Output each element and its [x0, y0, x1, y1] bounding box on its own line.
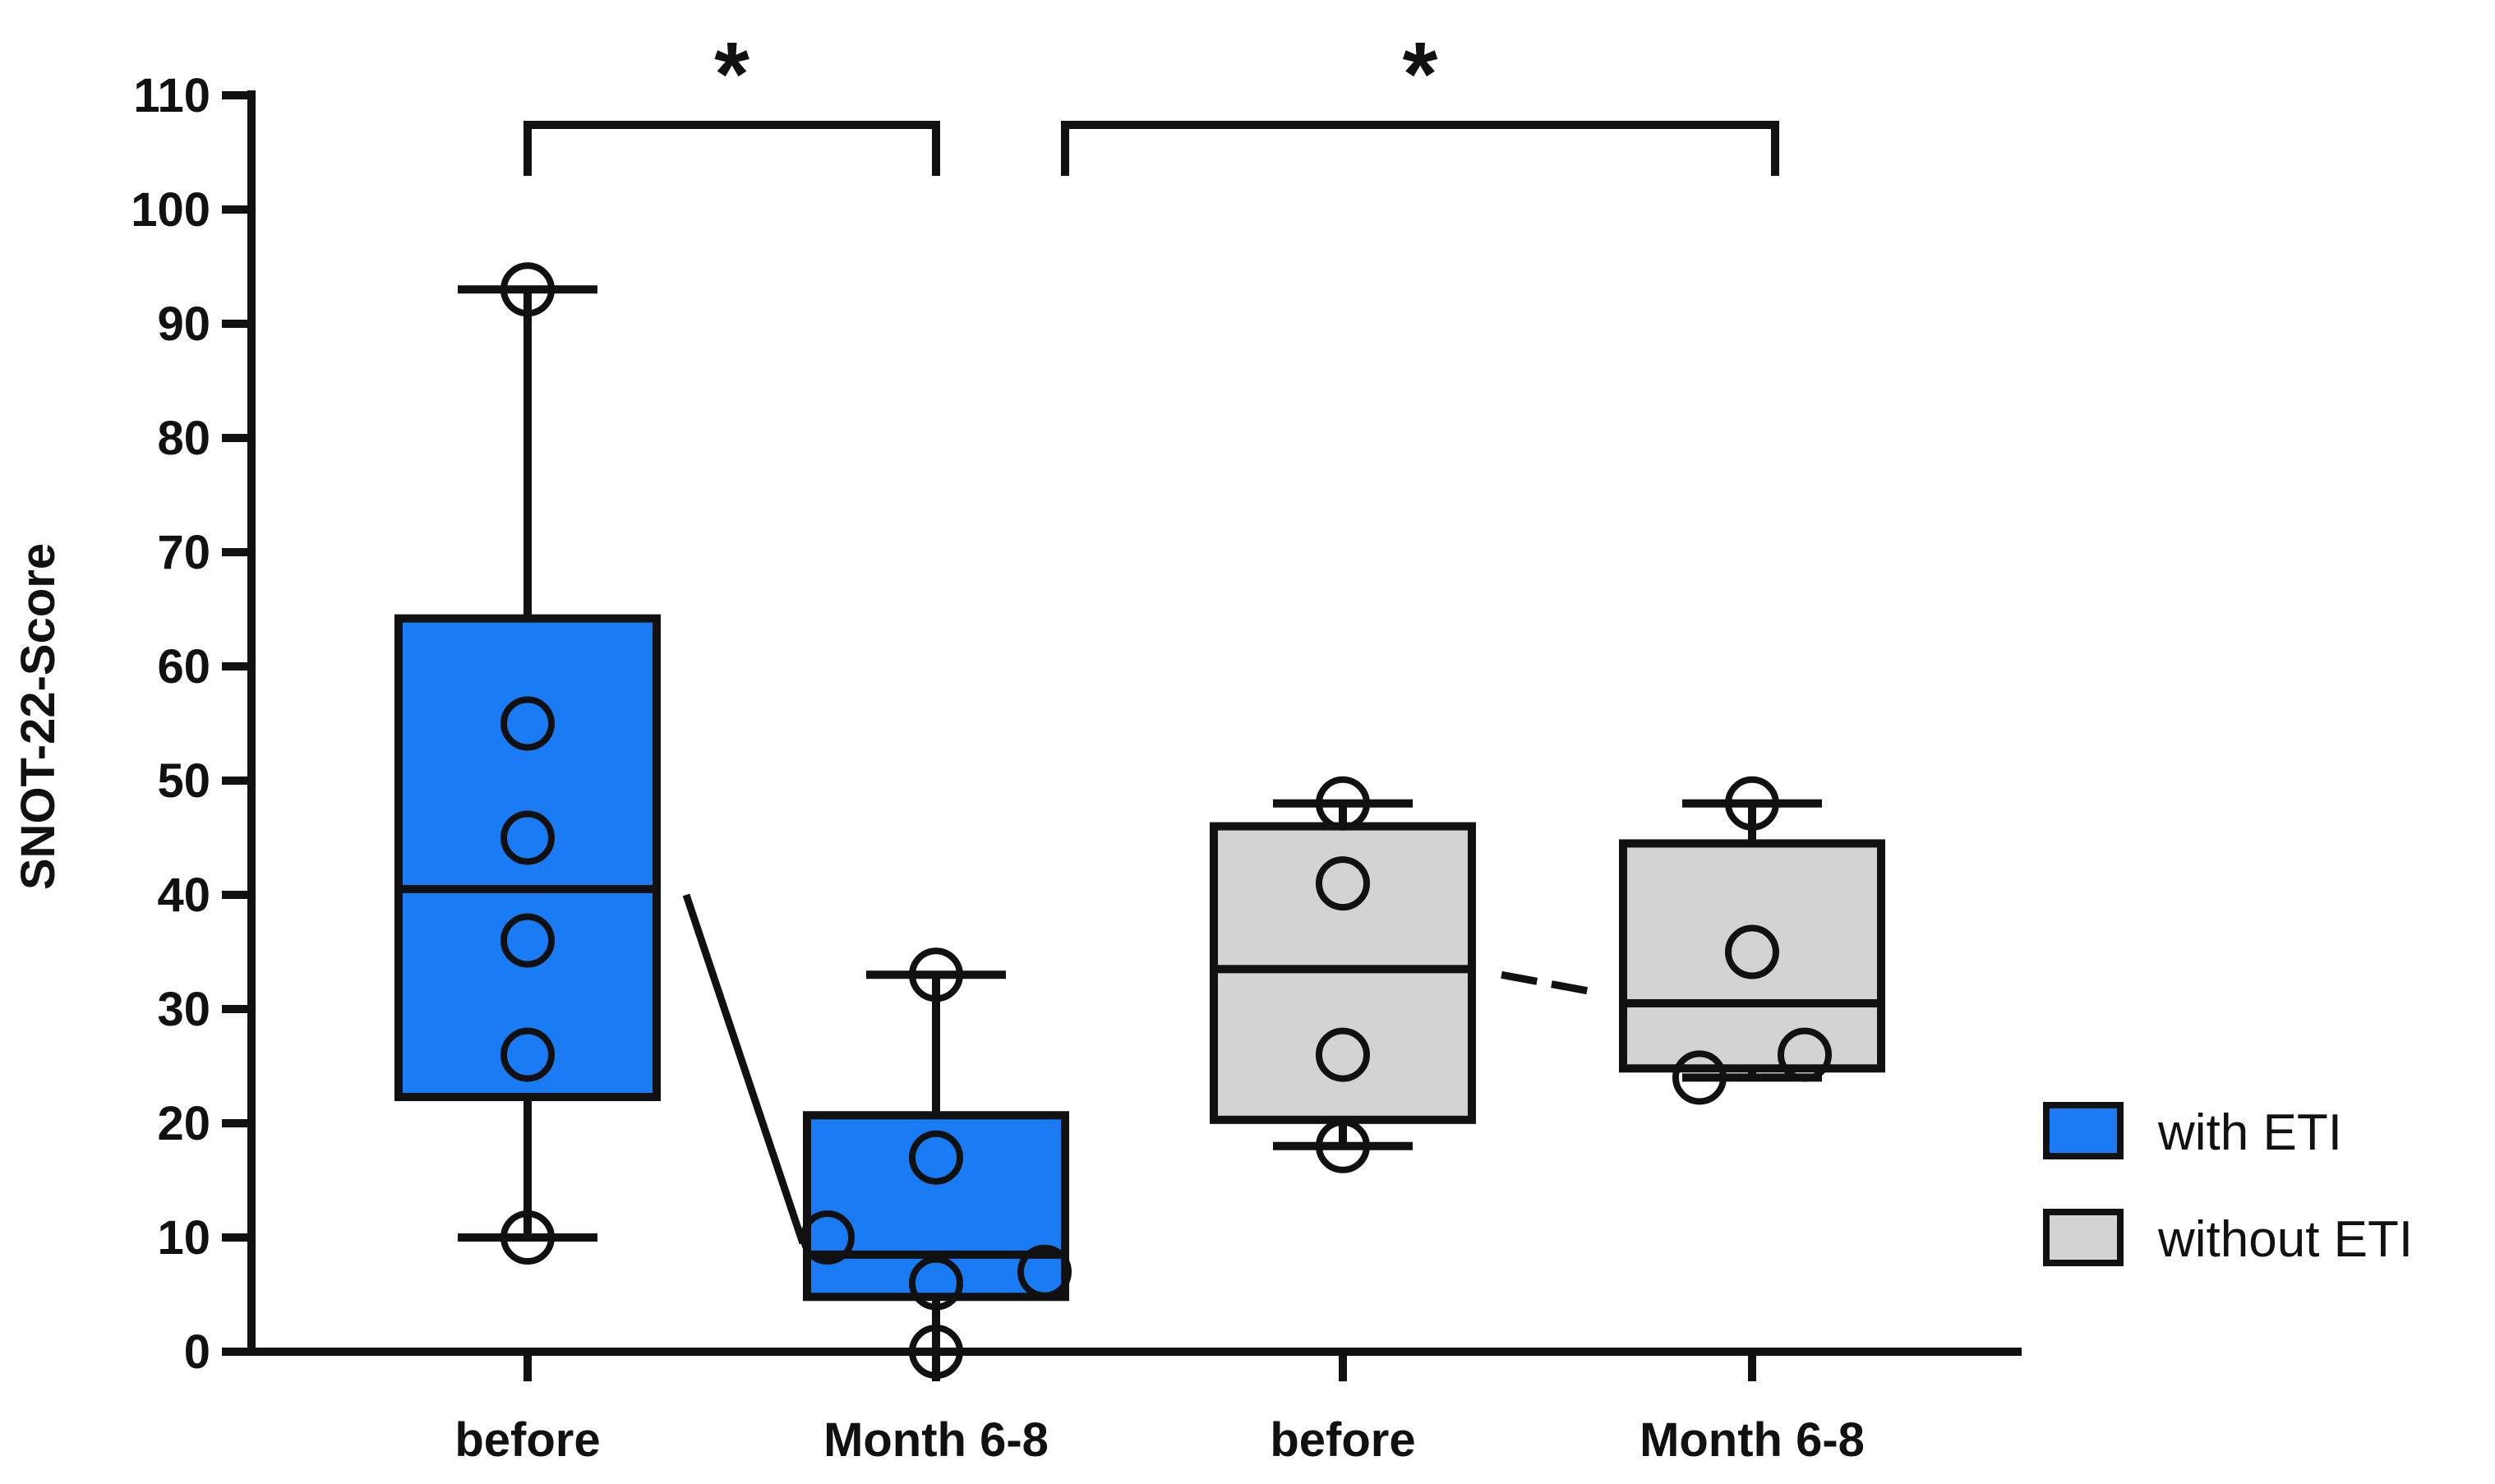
data-point — [500, 262, 555, 317]
legend: with ETI without ETI — [2043, 1102, 2413, 1268]
y-tick-label: 40 — [157, 869, 210, 922]
data-point — [1725, 924, 1779, 979]
data-point — [1316, 776, 1370, 831]
significance-bracket — [1061, 121, 1779, 176]
legend-swatch — [2043, 1209, 2124, 1266]
legend-label: without ETI — [2157, 1211, 2413, 1268]
data-point — [800, 1210, 855, 1265]
data-point — [909, 1130, 963, 1185]
y-tick-label: 10 — [157, 1211, 210, 1265]
data-point — [1316, 856, 1370, 911]
data-point — [1725, 776, 1779, 831]
y-axis-label: SNOT-22-Score — [12, 543, 65, 890]
median-connectors — [682, 893, 1594, 1245]
y-tick-label: 50 — [157, 754, 210, 808]
data-point — [500, 696, 555, 751]
median-connector — [1501, 970, 1594, 996]
data-point — [1316, 1027, 1370, 1082]
data-point — [1017, 1244, 1072, 1299]
y-tick-label: 60 — [157, 640, 210, 694]
significance-bracket — [523, 121, 940, 176]
y-tick-label: 110 — [133, 69, 210, 122]
box — [394, 614, 661, 1102]
x-tick-label: before — [454, 1413, 600, 1467]
data-point — [909, 1325, 963, 1379]
boxes — [394, 285, 1885, 1356]
data-point — [500, 810, 555, 865]
significance-star: * — [1403, 24, 1438, 125]
median-connector — [682, 893, 807, 1245]
x-tick-label: Month 6-8 — [823, 1413, 1049, 1467]
box — [803, 1111, 1069, 1302]
data-point — [909, 947, 963, 1002]
data-point — [500, 913, 555, 968]
x-tick-label: Month 6-8 — [1640, 1413, 1865, 1467]
data-point — [1316, 1118, 1370, 1173]
y-tick-label: 100 — [131, 183, 210, 237]
box — [1619, 839, 1885, 1073]
y-tick-label: 70 — [157, 526, 210, 579]
y-tick-label: 0 — [184, 1325, 210, 1379]
legend-swatch — [2043, 1102, 2124, 1159]
y-tick-label: 20 — [157, 1097, 210, 1150]
data-point — [500, 1027, 555, 1082]
y-tick-label: 90 — [157, 297, 210, 351]
significance-brackets: ** — [523, 24, 1779, 176]
x-tick-label: before — [1270, 1413, 1415, 1467]
data-point — [909, 1256, 963, 1311]
data-points — [500, 262, 1832, 1379]
y-tick-label: 30 — [157, 983, 210, 1036]
legend-label: with ETI — [2157, 1104, 2342, 1161]
data-point — [1672, 1050, 1727, 1105]
y-tick-label: 80 — [157, 412, 210, 465]
data-point — [1778, 1027, 1832, 1082]
data-point — [500, 1210, 555, 1265]
significance-star: * — [714, 24, 749, 125]
axes: 0 10 20 30 40 50 60 70 80 90 100 110 before Month 6-8… — [131, 69, 2022, 1467]
